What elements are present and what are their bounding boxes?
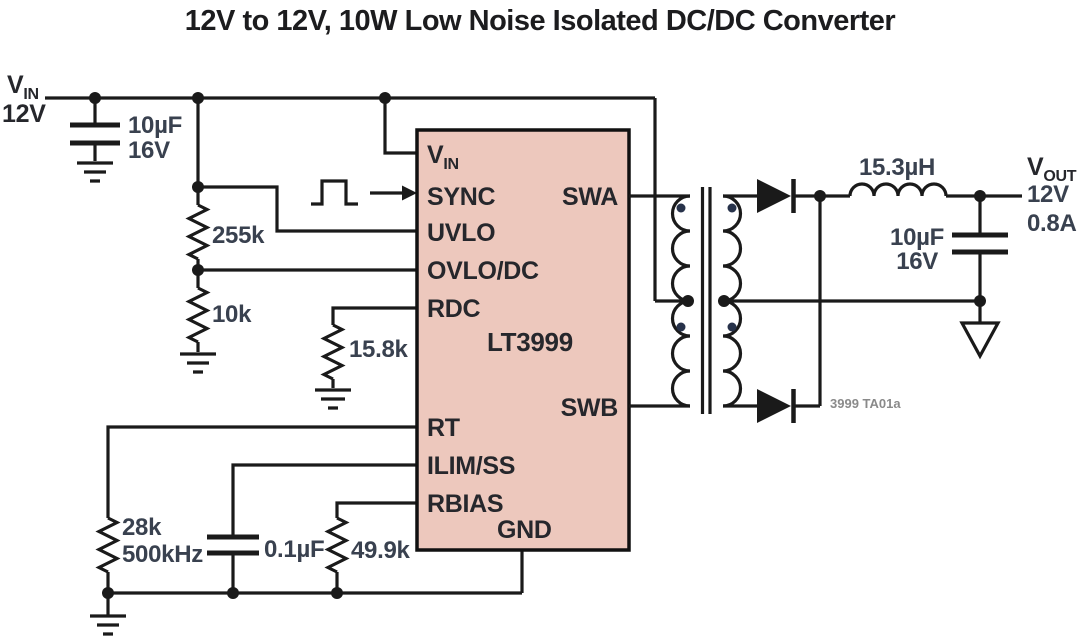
phase-dot <box>727 203 737 213</box>
rt-frequency-label: 500kHz <box>122 541 203 568</box>
resistor-255k-label: 255k <box>212 222 265 249</box>
resistor-10k <box>185 286 211 344</box>
pin-label-swb: SWB <box>561 394 618 422</box>
pin-label-rbias: RBIAS <box>427 490 503 518</box>
uvlo-divider <box>180 98 417 374</box>
cap-0p1uf <box>207 534 259 556</box>
junction-dot <box>192 92 204 104</box>
output-cap <box>952 196 1008 301</box>
resistor-255k <box>185 203 211 261</box>
junction-dot <box>379 92 391 104</box>
rbias-wire <box>335 501 417 518</box>
vout-current-label: 0.8A <box>1027 210 1077 237</box>
resistor-49p9k-label: 49.9k <box>351 537 411 564</box>
cap-0p1uf-label: 0.1µF <box>264 536 324 563</box>
vin-voltage-label: 12V <box>2 100 46 128</box>
pin-label-uvlo: UVLO <box>427 219 495 247</box>
phase-dot <box>676 203 686 213</box>
ilim-wire <box>231 463 417 535</box>
divider-ground-icon <box>180 352 216 374</box>
transformer-core <box>700 187 712 414</box>
output-cap-value: 10µF <box>890 224 944 251</box>
junction-dot <box>682 295 694 307</box>
junction-dot <box>814 190 826 202</box>
resistor-28k-label: 28k <box>122 514 162 541</box>
resistor-15p8k-label: 15.8k <box>349 336 409 363</box>
ic-body <box>415 128 631 552</box>
phase-dot <box>727 322 737 332</box>
junction-dot <box>102 587 114 599</box>
junction-dot <box>974 190 986 202</box>
output-inductor-label: 15.3µH <box>859 154 935 181</box>
resistor-10k-label: 10k <box>212 301 252 328</box>
pin-label-rdc: RDC <box>427 295 481 323</box>
diode-bottom <box>723 389 820 423</box>
pin-label-swa: SWA <box>562 183 618 211</box>
junction-dots <box>89 92 986 599</box>
junction-dot <box>718 295 730 307</box>
vout-rail-label: VOUT <box>1027 153 1077 185</box>
pin-label-gnd: GND <box>497 516 552 544</box>
junction-dot <box>974 295 986 307</box>
rdc-ground-icon <box>315 388 351 410</box>
rt-wire <box>106 425 417 518</box>
rdc-wire <box>331 306 417 325</box>
junction-dot <box>192 181 204 193</box>
junction-dot <box>192 264 204 276</box>
junction-dot <box>227 587 239 599</box>
transformer <box>629 187 980 414</box>
output-ground-icon <box>959 301 1001 360</box>
input-cap-ground-icon <box>77 161 113 183</box>
rt-network <box>95 425 417 593</box>
pin-label-rt: RT <box>427 414 460 442</box>
uvlo-wire <box>198 185 417 233</box>
main-ground-icon <box>90 614 126 636</box>
rdc-network <box>315 306 417 410</box>
output-cap-rating: 16V <box>896 248 938 275</box>
ground-rail <box>90 550 524 636</box>
pin-label-sync: SYNC <box>427 183 496 211</box>
diode-top <box>723 179 850 213</box>
junction-dot <box>89 92 101 104</box>
resistor-28k <box>95 516 121 574</box>
pin-label-vin: VIN <box>427 141 459 173</box>
resistor-15p8k <box>320 323 346 381</box>
sync-arrow-icon <box>370 185 417 201</box>
vout-voltage-label: 12V <box>1027 181 1069 208</box>
input-cap-value: 10µF <box>128 112 182 139</box>
sync-pulse-icon <box>311 179 358 206</box>
output-inductor <box>848 182 1022 198</box>
page-title: 12V to 12V, 10W Low Noise Isolated DC/DC… <box>184 5 896 37</box>
phase-dot <box>676 322 686 332</box>
pin-label-ilim: ILIM/SS <box>427 452 515 480</box>
input-cap-rating: 16V <box>128 137 170 164</box>
junction-dot <box>331 587 343 599</box>
input-cap <box>70 98 120 161</box>
pin-label-ovlo: OVLO/DC <box>427 257 539 285</box>
ilim-network <box>207 463 417 593</box>
ic-part-label: LT3999 <box>487 327 573 357</box>
circuit-note: 3999 TA01a <box>830 396 901 411</box>
vin-rail-label: VIN <box>7 71 39 103</box>
resistor-49p9k <box>324 516 350 574</box>
